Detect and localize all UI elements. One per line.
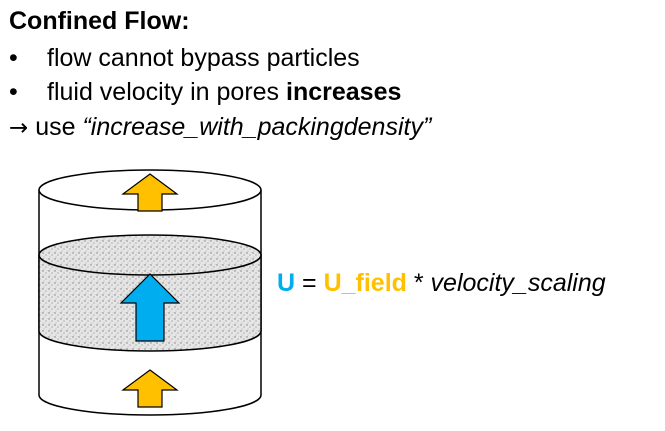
formula-velocity-scaling: velocity_scaling — [430, 269, 606, 297]
slide-title: Confined Flow: — [9, 7, 190, 35]
formula-u: U — [277, 269, 296, 297]
formula-u-field: U_field — [323, 269, 407, 297]
emphasis-increases: increases — [286, 78, 402, 106]
bullet-marker: • — [9, 78, 18, 106]
velocity-formula: U = U_field * velocity_scaling — [277, 269, 606, 297]
up-arrow-icon — [121, 173, 179, 212]
bullet-marker: • — [9, 44, 18, 72]
up-arrow-icon — [121, 369, 179, 408]
right-arrow-icon: → — [9, 115, 29, 141]
packed-bed-top — [38, 234, 262, 276]
bullet-text: flow cannot bypass particles — [47, 44, 360, 72]
option-name: “increase_with_packingdensity” — [82, 113, 432, 141]
bullet-text: fluid velocity in pores increases — [47, 78, 402, 106]
up-arrow-icon — [119, 273, 181, 342]
use-instruction: → use “increase_with_packingdensity” — [9, 113, 432, 141]
